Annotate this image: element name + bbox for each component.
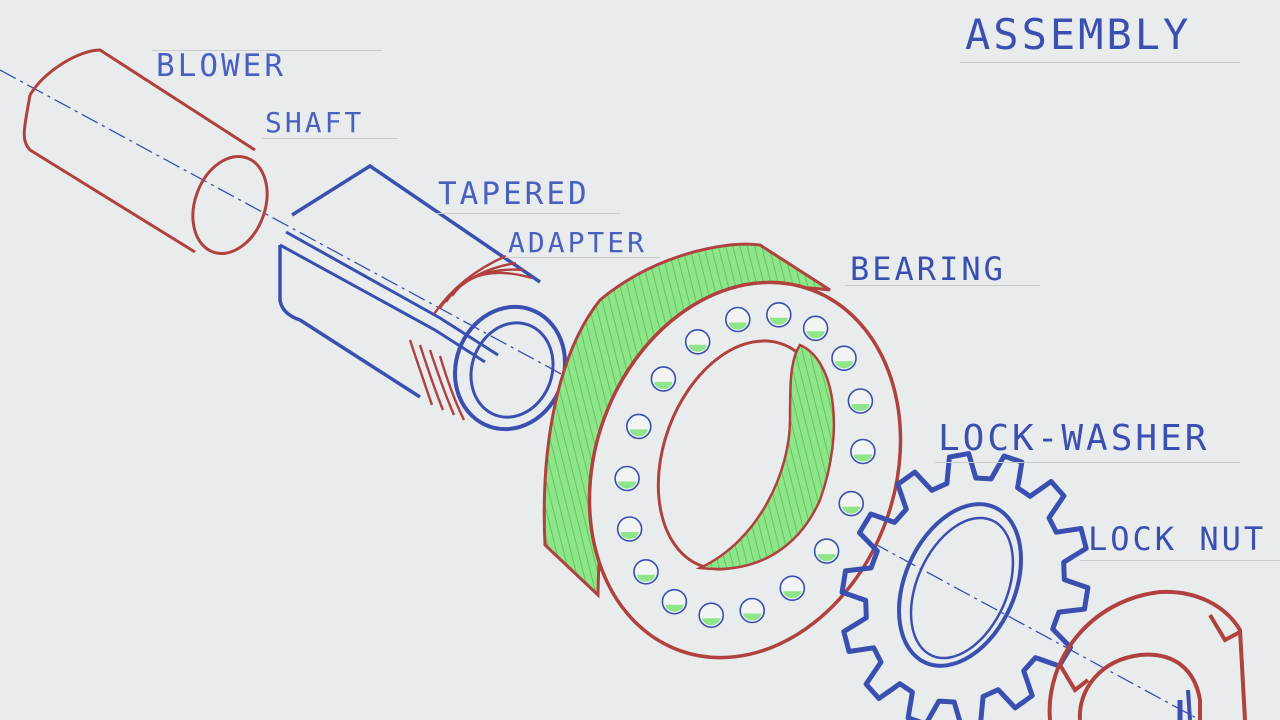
bearing-ball-shade xyxy=(842,506,861,514)
guide-line xyxy=(960,62,1240,63)
bearing-ball-shade xyxy=(629,429,648,437)
lock-washer-part xyxy=(839,451,1091,720)
label-tapered: TAPERED xyxy=(438,176,590,212)
bearing-ball-shade xyxy=(769,317,788,325)
bearing-ball-shade xyxy=(817,554,836,562)
guide-line xyxy=(152,50,382,51)
label-adapter: ADAPTER xyxy=(508,226,648,259)
bearing-ball-shade xyxy=(783,591,802,599)
bearing-ball-shade xyxy=(728,322,747,330)
tapered-adapter-part xyxy=(278,163,567,432)
bearing-inner-side xyxy=(695,343,836,571)
bearing-ball-shade xyxy=(618,481,637,489)
label-blower: BLOWER xyxy=(156,48,286,84)
guide-line xyxy=(935,462,1240,463)
label-lock-washer: LOCK-WASHER xyxy=(938,418,1210,459)
lock-washer-gear-outline xyxy=(839,451,1091,720)
bearing-ball-shade xyxy=(806,331,825,339)
label-shaft: SHAFT xyxy=(265,106,365,139)
bearing-balls xyxy=(614,301,876,629)
guide-line xyxy=(845,285,1040,286)
bearing-ball-shade xyxy=(853,454,872,462)
guide-line xyxy=(505,257,660,258)
bearing-ball-shade xyxy=(637,574,655,582)
blower-shaft-part xyxy=(22,48,269,255)
diagram-title: ASSEMBLY xyxy=(965,10,1192,59)
bearing-ball-shade xyxy=(702,618,721,626)
bearing-ball-shade xyxy=(688,344,707,352)
guide-line xyxy=(435,213,620,214)
guide-line xyxy=(262,138,397,139)
lock-nut-part xyxy=(1047,589,1247,720)
label-bearing: BEARING xyxy=(850,250,1006,288)
bearing-ball-shade xyxy=(743,613,762,621)
guide-line xyxy=(1080,560,1280,561)
bearing-ball-shade xyxy=(851,404,870,411)
bearing-ball-shade xyxy=(835,361,853,369)
bearing-ball-shade xyxy=(620,532,639,539)
label-lock-nut: LOCK NUT xyxy=(1088,520,1267,558)
bearing-part xyxy=(542,242,903,660)
bearing-ball-shade xyxy=(665,604,684,612)
bearing-ball-shade xyxy=(654,381,673,389)
